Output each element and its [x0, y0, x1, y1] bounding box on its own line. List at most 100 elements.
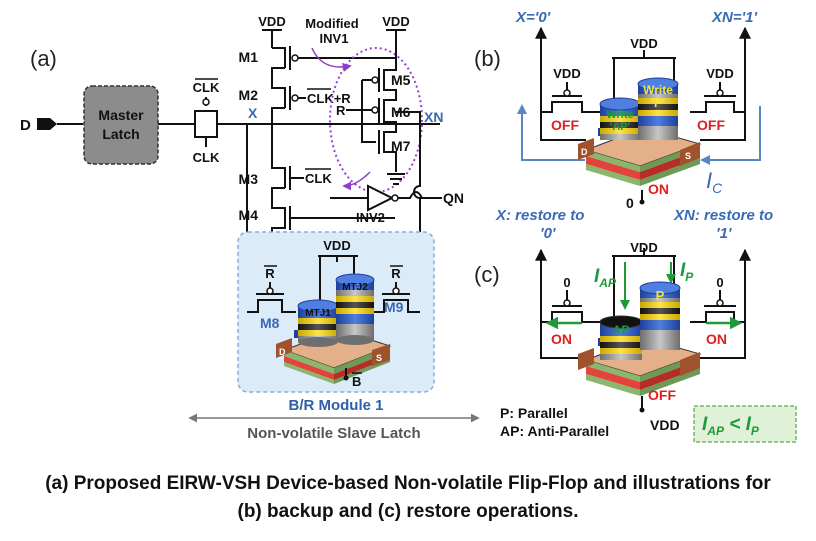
zero-right-c: 0 — [716, 275, 723, 290]
terminal-s-a: S — [376, 353, 382, 363]
inv2-arrow — [342, 171, 371, 191]
master-latch — [83, 85, 159, 165]
inv1-transistors — [361, 30, 421, 172]
ground-inv1 — [387, 173, 405, 185]
vdd-top-b: VDD — [630, 36, 657, 51]
vdd-right-b: VDD — [706, 66, 733, 81]
inv1-arrow — [311, 47, 352, 72]
m-right-gate-c-bubble — [716, 299, 724, 307]
vdd-right-label: VDD — [382, 14, 409, 29]
write-ap-line1: Write — [606, 109, 633, 121]
m6-gate-bubble — [371, 106, 379, 114]
write-p-line1: Write — [643, 83, 673, 97]
m2-gate-bubble — [291, 94, 299, 102]
master-latch-line1: Master — [98, 107, 144, 123]
figure-caption: (a) Proposed EIRW-VSH Device-based Non-v… — [0, 470, 816, 526]
m4-label: M4 — [239, 207, 259, 223]
module-vdd-label: VDD — [323, 238, 350, 253]
inequality-box — [693, 405, 797, 443]
m8-gate-bubble — [266, 287, 274, 295]
off-left-b: OFF — [551, 117, 579, 133]
terminal-d-a: D — [279, 347, 286, 357]
mtj1-label: MTJ1 — [305, 308, 331, 319]
m7-label: M7 — [391, 138, 411, 154]
r-bar-right-label: R — [391, 266, 401, 281]
d-input-label: D — [20, 117, 31, 134]
xn-restore-value: '1' — [716, 225, 732, 242]
m9-label: M9 — [384, 299, 404, 315]
on-left-c: ON — [551, 331, 572, 347]
p-pillar-c — [639, 281, 681, 350]
p-pillar-b — [637, 77, 679, 140]
modified-inv1-line1: Modified — [305, 16, 358, 31]
m5-label: M5 — [391, 72, 411, 88]
inv2-label: INV2 — [356, 210, 385, 225]
ip-label: IP — [680, 260, 694, 284]
m5-gate-bubble — [371, 76, 379, 84]
inequality-label: IAP < IP — [702, 414, 760, 438]
node-xn-label: XN — [424, 109, 443, 125]
m2-label: M2 — [239, 87, 259, 103]
ap-pillar-label: AP — [613, 323, 630, 337]
ic-label: IC — [706, 168, 723, 196]
terminal-s-b: S — [685, 151, 691, 161]
ap-pillar-b — [599, 97, 641, 140]
wire-qn — [398, 191, 442, 199]
qn-label: QN — [443, 190, 464, 206]
vdd-top-c: VDD — [630, 240, 657, 255]
off-label-c: OFF — [648, 387, 676, 403]
vdd-left-b: VDD — [553, 66, 580, 81]
panel-b-wires — [540, 30, 746, 202]
current-path-b-right — [700, 106, 761, 165]
m1-gate-bubble — [291, 54, 299, 62]
pmos-stack — [271, 46, 291, 238]
on-right-c: ON — [706, 331, 727, 347]
vdd-left-label: VDD — [258, 14, 285, 29]
clk-label: CLK — [193, 150, 220, 165]
iap-label: IAP — [594, 266, 617, 290]
panel-a-label: (a) — [30, 46, 57, 71]
ap-pillar-c — [599, 315, 643, 360]
legend-antiparallel: AP: Anti-Parallel — [500, 423, 609, 439]
caption-line-1: (a) Proposed EIRW-VSH Device-based Non-v… — [45, 473, 771, 494]
wire-xn-down — [413, 124, 440, 199]
module-title: B/R Module 1 — [288, 397, 383, 414]
off-right-b: OFF — [697, 117, 725, 133]
m-left-gate-c-bubble — [563, 299, 571, 307]
zero-label-b: 0 — [626, 195, 634, 211]
module-vdd-branches — [319, 256, 355, 306]
node-x-label: X — [248, 105, 258, 121]
xn-one-label: XN='1' — [711, 9, 758, 26]
inv1-dotted-outline — [329, 47, 423, 193]
device-a — [276, 329, 392, 384]
m-left-gate-b — [563, 82, 571, 97]
r-bar-left-label: R — [265, 266, 275, 281]
xn-restore-label: XN: restore to — [673, 207, 773, 224]
panel-c: X: restore to '0' XN: restore to '1' (c)… — [474, 207, 797, 443]
mtj1-pillar — [297, 299, 339, 347]
vdd-bottom-c: VDD — [650, 417, 680, 433]
caption-line-2: (b) backup and (c) restore operations. — [237, 501, 579, 522]
panel-c-label: (c) — [474, 262, 500, 287]
zero-left-c: 0 — [563, 275, 570, 290]
m-right-gate-b — [716, 82, 724, 97]
b-bar-node — [343, 375, 349, 381]
terminal-d-b: D — [581, 147, 588, 157]
vdd-bottom-node — [639, 407, 645, 413]
m2-gate-label: CLK+R — [307, 91, 351, 106]
x-restore-value: '0' — [540, 225, 556, 242]
current-path-b — [517, 104, 585, 161]
write-ap-line2: 'AP' — [610, 121, 631, 133]
m1-label: M1 — [239, 49, 259, 65]
r-gate-label: R — [336, 103, 346, 118]
m6-label: M6 — [391, 104, 411, 120]
mtj2-label: MTJ2 — [342, 282, 368, 293]
x-zero-label: X='0' — [515, 9, 551, 26]
master-latch-line2: Latch — [102, 126, 139, 142]
m9-gate-bubble — [392, 287, 400, 295]
d-input-pin — [37, 118, 57, 130]
panel-b: (b) X='0' XN='1' VDD VDD VDD OFF OFF — [474, 9, 761, 211]
panel-b-label: (b) — [474, 46, 501, 71]
panel-a: (a) D Master Latch CLK CLK X XN VDD — [20, 14, 480, 442]
